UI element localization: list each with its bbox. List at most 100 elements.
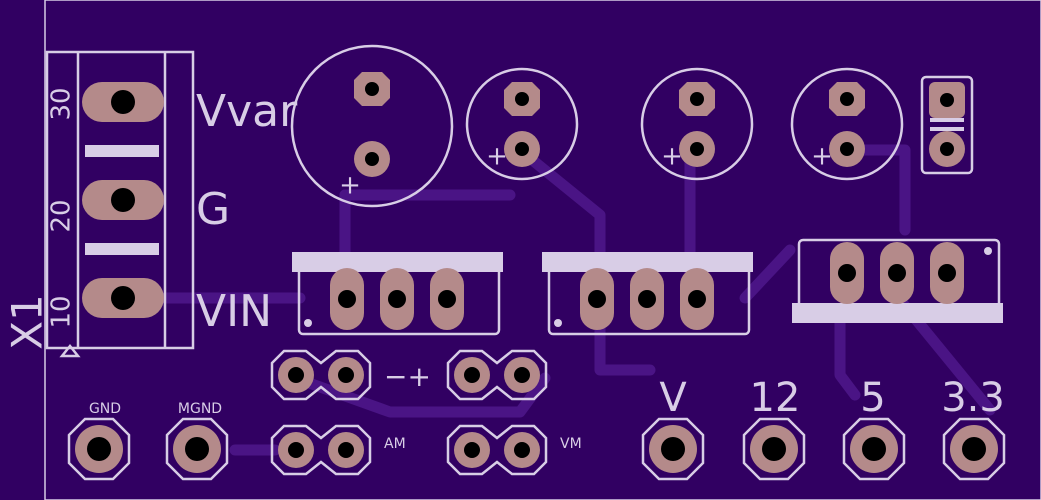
testpoint-outline bbox=[742, 417, 806, 481]
drill bbox=[111, 286, 135, 310]
drill bbox=[288, 367, 304, 383]
drill bbox=[111, 90, 135, 114]
drill bbox=[338, 367, 354, 383]
ceramic-outline bbox=[920, 75, 974, 175]
drill bbox=[338, 290, 356, 308]
drill bbox=[338, 442, 354, 458]
pin-number-20: 20 bbox=[47, 199, 77, 232]
header-outline bbox=[270, 424, 372, 476]
testpoint-12: 12 bbox=[742, 375, 806, 481]
drill bbox=[638, 290, 656, 308]
drill bbox=[365, 152, 379, 166]
drill bbox=[87, 437, 111, 461]
drill bbox=[888, 264, 906, 282]
testpoint-outline bbox=[165, 417, 229, 481]
drill bbox=[661, 437, 685, 461]
header-voltmeter: VM bbox=[446, 424, 582, 476]
label-3v3: 3.3 bbox=[941, 375, 1005, 421]
testpoint-5: 5 bbox=[842, 375, 906, 481]
plus-mark: + bbox=[339, 171, 361, 201]
capacitor-outline bbox=[465, 67, 579, 181]
drill bbox=[690, 142, 704, 156]
drill bbox=[464, 442, 480, 458]
drill bbox=[515, 142, 529, 156]
testpoint-mgnd: MGND bbox=[165, 401, 229, 481]
label-v: V bbox=[659, 375, 687, 421]
trace-layer bbox=[159, 144, 996, 456]
drill bbox=[762, 437, 786, 461]
drill bbox=[940, 93, 954, 107]
trace bbox=[834, 314, 861, 401]
drill bbox=[111, 188, 135, 212]
heatsink-tab bbox=[542, 252, 753, 272]
drill bbox=[185, 437, 209, 461]
drill bbox=[438, 290, 456, 308]
testpoint-outline bbox=[641, 417, 705, 481]
plus-mark: + bbox=[811, 142, 833, 172]
cap-plate bbox=[930, 127, 964, 131]
drill bbox=[840, 92, 854, 106]
capacitor-large: + bbox=[290, 44, 454, 208]
label-5: 5 bbox=[860, 375, 885, 421]
label-am: AM bbox=[384, 436, 406, 452]
drill bbox=[365, 82, 379, 96]
drill bbox=[940, 142, 954, 156]
plus-mark: + bbox=[486, 142, 508, 172]
drill bbox=[464, 367, 480, 383]
plus-mark: + bbox=[661, 142, 683, 172]
label-mgnd: MGND bbox=[178, 401, 222, 417]
ceramic-capacitor bbox=[920, 75, 974, 175]
label-meter-polarity: −+ bbox=[384, 360, 431, 393]
capacitor-outline bbox=[640, 67, 754, 181]
drill bbox=[690, 92, 704, 106]
drill bbox=[862, 437, 886, 461]
pin-separator bbox=[85, 243, 159, 255]
drill bbox=[840, 142, 854, 156]
testpoint-outline bbox=[942, 417, 1006, 481]
drill bbox=[288, 442, 304, 458]
drill bbox=[962, 437, 986, 461]
drill bbox=[514, 367, 530, 383]
drill bbox=[938, 264, 956, 282]
capacitor-small-2: + bbox=[640, 67, 754, 181]
capacitor-outline bbox=[790, 67, 904, 181]
pin1-dot bbox=[984, 247, 992, 255]
drill bbox=[688, 290, 706, 308]
pin1-dot bbox=[304, 319, 312, 327]
drill bbox=[514, 442, 530, 458]
pin1-dot bbox=[554, 319, 562, 327]
label-vm: VM bbox=[560, 436, 582, 452]
header-meter-2 bbox=[446, 349, 548, 401]
capacitor-small-1: + bbox=[465, 67, 579, 181]
header-ammeter: AM bbox=[270, 424, 406, 476]
drill bbox=[515, 92, 529, 106]
drill bbox=[838, 264, 856, 282]
board-outline bbox=[44, 0, 1041, 500]
connector-x1: X1 30 20 10 Vvar G VIN bbox=[3, 50, 298, 358]
label-12: 12 bbox=[750, 375, 801, 421]
label-vin: VIN bbox=[196, 286, 272, 337]
label-gnd: GND bbox=[89, 401, 121, 417]
label-vvar: Vvar bbox=[196, 86, 298, 137]
capacitor-small-3: + bbox=[790, 67, 904, 181]
pin-number-10: 10 bbox=[47, 295, 77, 328]
testpoint-outline bbox=[842, 417, 906, 481]
connector-body bbox=[45, 50, 195, 350]
header-outline bbox=[270, 349, 372, 401]
heatsink-tab bbox=[292, 252, 503, 272]
cap-plate bbox=[930, 118, 964, 122]
connector-ref: X1 bbox=[3, 294, 52, 350]
testpoint-v: V bbox=[641, 375, 705, 481]
header-outline bbox=[446, 349, 548, 401]
pin1-marker bbox=[59, 343, 81, 358]
regulator-2 bbox=[542, 252, 753, 336]
regulator-1 bbox=[292, 252, 503, 336]
trace bbox=[739, 244, 796, 304]
drill bbox=[588, 290, 606, 308]
trace bbox=[289, 372, 551, 418]
testpoint-gnd: GND bbox=[67, 401, 131, 481]
drill bbox=[388, 290, 406, 308]
header-meter-polarity: −+ bbox=[270, 349, 431, 401]
testpoint-outline bbox=[67, 417, 131, 481]
